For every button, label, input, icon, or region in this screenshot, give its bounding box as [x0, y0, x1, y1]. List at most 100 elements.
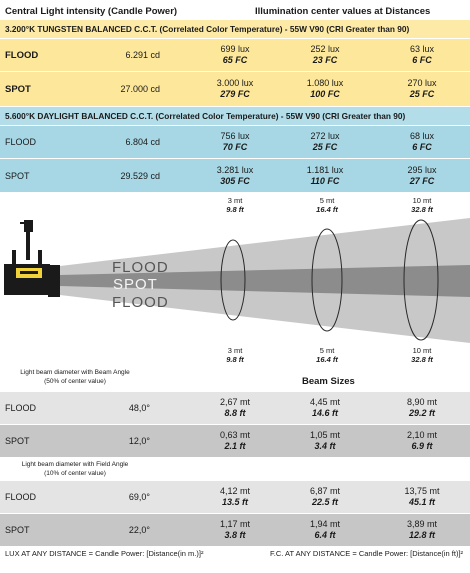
metric-value: 4,12 mt	[219, 486, 250, 496]
feet-value: 3.4 ft	[314, 441, 336, 451]
row-label: FLOOD	[5, 137, 37, 147]
daylight-title-bar: 5.600°K DAYLIGHT BALANCED C.C.T. (Correl…	[0, 107, 470, 125]
angle-value: 48,0°	[128, 403, 150, 413]
feet-value: 6.9 ft	[411, 441, 433, 451]
beam-label-flood-bottom: FLOOD	[112, 294, 169, 311]
lux-formula: LUX AT ANY DISTANCE = Candle Power: [Dis…	[5, 549, 204, 558]
metric-value: 1,94 mt	[309, 519, 340, 529]
daylight-title: 5.600°K DAYLIGHT BALANCED C.C.T. (Correl…	[5, 111, 406, 121]
beam-ring-3m	[220, 239, 246, 321]
lux-value: 63 lux	[409, 44, 435, 54]
fc-value: 65 FC	[222, 55, 248, 65]
candle-power: 27.000 cd	[120, 84, 160, 94]
fc-value: 25 FC	[312, 142, 338, 152]
beam-ring-10m	[403, 219, 439, 341]
tungsten-title: 3.200°K TUNGSTEN BALANCED C.C.T. (Correl…	[5, 24, 410, 34]
beam-diagram	[4, 218, 470, 343]
tungsten-title-bar: 3.200°K TUNGSTEN BALANCED C.C.T. (Correl…	[0, 20, 470, 38]
fc-formula: F.C. AT ANY DISTANCE = Candle Power: [Di…	[270, 549, 464, 558]
lux-value: 3.000 lux	[216, 78, 254, 88]
row-label: SPOT	[5, 436, 30, 446]
lux-value: 252 lux	[310, 44, 340, 54]
feet-value: 12.8 ft	[408, 530, 435, 540]
fc-value: 305 FC	[220, 176, 250, 186]
feet-value: 13.5 ft	[221, 497, 248, 507]
feet-value: 2.1 ft	[224, 441, 246, 451]
feet-value: 29.2 ft	[408, 408, 435, 418]
angle-value: 69,0°	[128, 492, 150, 502]
angle-value: 22,0°	[128, 525, 150, 535]
feet-value: 3.8 ft	[224, 530, 246, 540]
fc-value: 25 FC	[409, 89, 435, 99]
lux-value: 295 lux	[407, 165, 437, 175]
metric-value: 4,45 mt	[309, 397, 340, 407]
feet-value: 14.6 ft	[311, 408, 338, 418]
metric-value: 13,75 mt	[404, 486, 440, 496]
row-label: SPOT	[5, 525, 30, 535]
beam-sizes-title: Beam Sizes	[302, 376, 355, 387]
fc-value: 6 FC	[412, 55, 432, 65]
header-right: Illumination center values at Distances	[255, 6, 431, 17]
feet-value: 22.5 ft	[311, 497, 338, 507]
lux-value: 756 lux	[220, 131, 250, 141]
metric-value: 2,10 mt	[406, 430, 437, 440]
metric-value: 6,87 mt	[309, 486, 340, 496]
lux-value: 270 lux	[407, 78, 437, 88]
row-label: FLOOD	[5, 50, 39, 61]
field-angle-caption: Light beam diameter with Field Angle(10%…	[21, 461, 129, 477]
angle-value: 12,0°	[128, 436, 150, 446]
lux-value: 1.181 lux	[306, 165, 344, 175]
candle-power: 6.804 cd	[125, 137, 160, 147]
spot-beam	[60, 265, 470, 297]
candle-power: 6.291 cd	[125, 50, 160, 60]
fc-value: 110 FC	[310, 176, 340, 186]
fc-value: 27 FC	[409, 176, 435, 186]
metric-value: 8,90 mt	[406, 397, 437, 407]
lux-value: 68 lux	[409, 131, 435, 141]
beam-label-flood-top: FLOOD	[112, 259, 169, 276]
beam-angle-caption: Light beam diameter with Beam Angle(50% …	[20, 369, 130, 385]
feet-value: 6.4 ft	[314, 530, 336, 540]
beam-label-spot: SPOT	[113, 276, 158, 293]
fc-value: 23 FC	[312, 55, 338, 65]
lamp-fixture-icon	[4, 220, 60, 297]
candle-power: 29.529 cd	[120, 171, 160, 181]
metric-value: 2,67 mt	[219, 397, 250, 407]
fc-value: 70 FC	[222, 142, 248, 152]
header-left: Central Light intensity (Candle Power)	[5, 6, 178, 17]
metric-value: 1,05 mt	[309, 430, 340, 440]
metric-value: 3,89 mt	[406, 519, 437, 529]
metric-value: 1,17 mt	[219, 519, 250, 529]
metric-value: 0,63 mt	[219, 430, 250, 440]
